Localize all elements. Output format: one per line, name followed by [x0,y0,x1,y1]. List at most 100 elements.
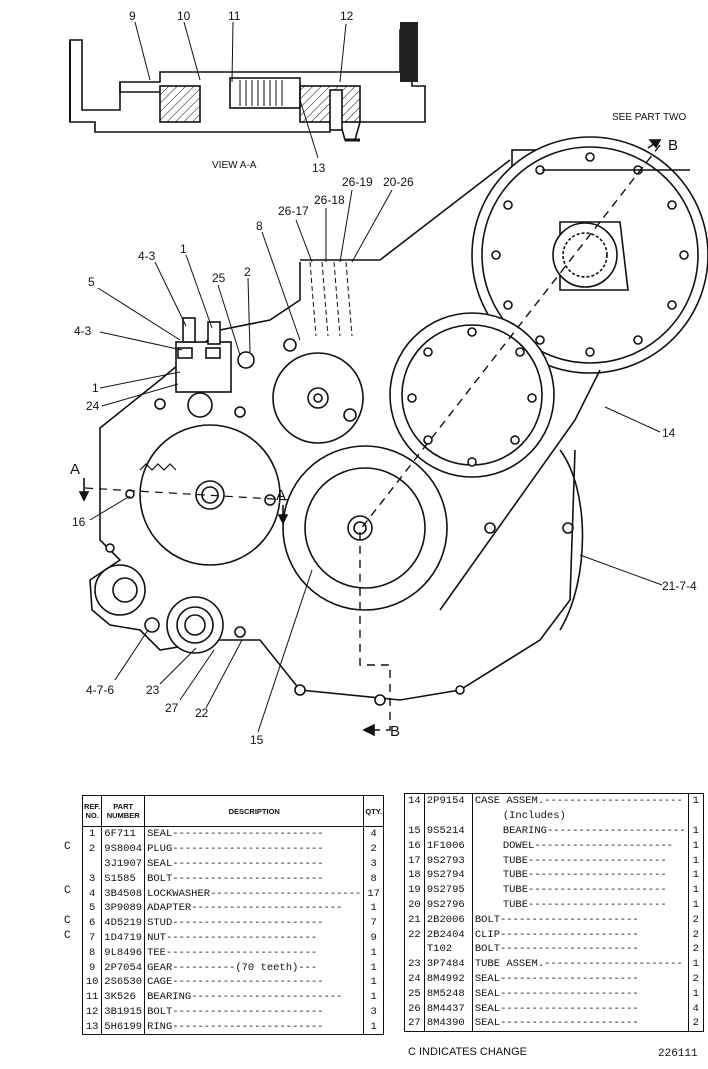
callout-1-mid: 1 [92,381,99,395]
description-cell: DOWEL---------------------- [472,838,689,854]
quantity-cell: 2 [692,1017,699,1030]
part-number-cell: 9S2793 [424,853,473,868]
description-cell: SEAL------------------------ [144,856,365,872]
ref-cell: 26 [404,1001,425,1016]
description-cell: CASE ASSEM.---------------------- [472,793,689,809]
description-cell: TEE------------------------ [144,945,365,961]
quantity-cell: 1 [370,961,377,974]
description-cell: LOCKWASHER------------------------ [144,886,365,901]
part-number-cell: 8M4992 [424,971,473,987]
quantity-cell: 1 [692,824,699,837]
part-number-cell [424,808,473,824]
callout-25: 25 [212,271,226,285]
quantity-cell: 7 [370,917,377,930]
description-cell: STUD------------------------ [144,915,365,931]
callout-1-top: 1 [180,242,187,256]
description-cell: TUBE---------------------- [472,897,689,913]
ref-cell: 8 [82,945,103,961]
part-number-cell: 9S2795 [424,882,473,898]
part-number-cell: 9S2796 [424,897,473,913]
description-cell: SEAL---------------------- [472,1015,689,1032]
part-number-cell: 1D4719 [101,930,146,946]
change-mark: C [64,885,71,898]
part-number-cell: 3K526 [101,989,146,1005]
description-cell: SEAL------------------------ [144,826,365,842]
description-cell: SEAL---------------------- [472,1001,689,1016]
ref-cell: 2 [82,841,103,857]
part-number-cell: 2B2006 [424,912,473,928]
ref-cell: 17 [404,853,425,868]
ref-cell: 27 [404,1015,425,1032]
part-number-cell: 9S8004 [101,841,146,857]
description-cell: TUBE ASSEM.---------------------- [472,956,689,972]
quantity-cell: 2 [692,913,699,926]
description-cell: SEAL---------------------- [472,986,689,1002]
ref-cell: 9 [82,960,103,975]
part-number-cell: 5H6199 [101,1019,146,1035]
callout-11: 11 [228,9,241,23]
callout-15: 15 [250,733,264,747]
callout-5: 5 [88,275,95,289]
part-number-cell: 3J1907 [101,856,146,872]
part-number-cell: 2P7054 [101,960,146,975]
ref-cell: 4 [82,886,103,901]
quantity-cell: 1 [692,958,699,971]
description-cell: CLIP---------------------- [472,927,689,942]
ref-cell: 14 [404,793,425,809]
section-b-top: B [668,137,679,154]
quantity-cell: 1 [692,839,699,852]
part-number-cell: 9S2794 [424,867,473,883]
view-label: VIEW A-A [212,160,257,171]
ref-cell: 12 [82,1004,103,1020]
part-number-cell: 6F711 [101,826,146,842]
section-a-left: A [70,461,81,478]
callout-4-3-top: 4-3 [138,249,156,263]
callout-4-7-6: 4-7-6 [86,683,115,697]
description-cell: BOLT---------------------- [472,912,689,928]
ref-cell: 7 [82,930,103,946]
quantity-cell: 4 [370,828,377,841]
description-cell: NUT------------------------ [144,930,365,946]
callout-12: 12 [340,9,354,23]
callout-14: 14 [662,426,676,440]
part-number-cell: 3P9089 [101,900,146,916]
ref-cell: 20 [404,897,425,913]
part-number-cell: 8M4390 [424,1015,473,1032]
callout-16: 16 [72,515,86,529]
quantity-cell: 1 [370,946,377,959]
description-cell: ADAPTER------------------------ [144,900,365,916]
callout-26-19: 26-19 [342,175,373,189]
quantity-cell: 1 [370,976,377,989]
part-number-cell: 3B1915 [101,1004,146,1020]
ref-cell: 18 [404,867,425,883]
quantity-cell: 17 [367,887,380,900]
description-cell: BOLT---------------------- [472,941,689,957]
quantity-cell: 3 [370,857,377,870]
ref-cell: 1 [82,826,103,842]
drawing-number: 226111 [658,1048,698,1060]
part-number-cell: 3P7484 [424,956,473,972]
callout-2: 2 [244,265,251,279]
part-number-cell: 9S5214 [424,823,473,839]
description-cell: BEARING---------------------- [472,823,689,839]
callout-20-26: 20-26 [383,175,414,189]
description-cell: SEAL---------------------- [472,971,689,987]
callout-23: 23 [146,683,160,697]
